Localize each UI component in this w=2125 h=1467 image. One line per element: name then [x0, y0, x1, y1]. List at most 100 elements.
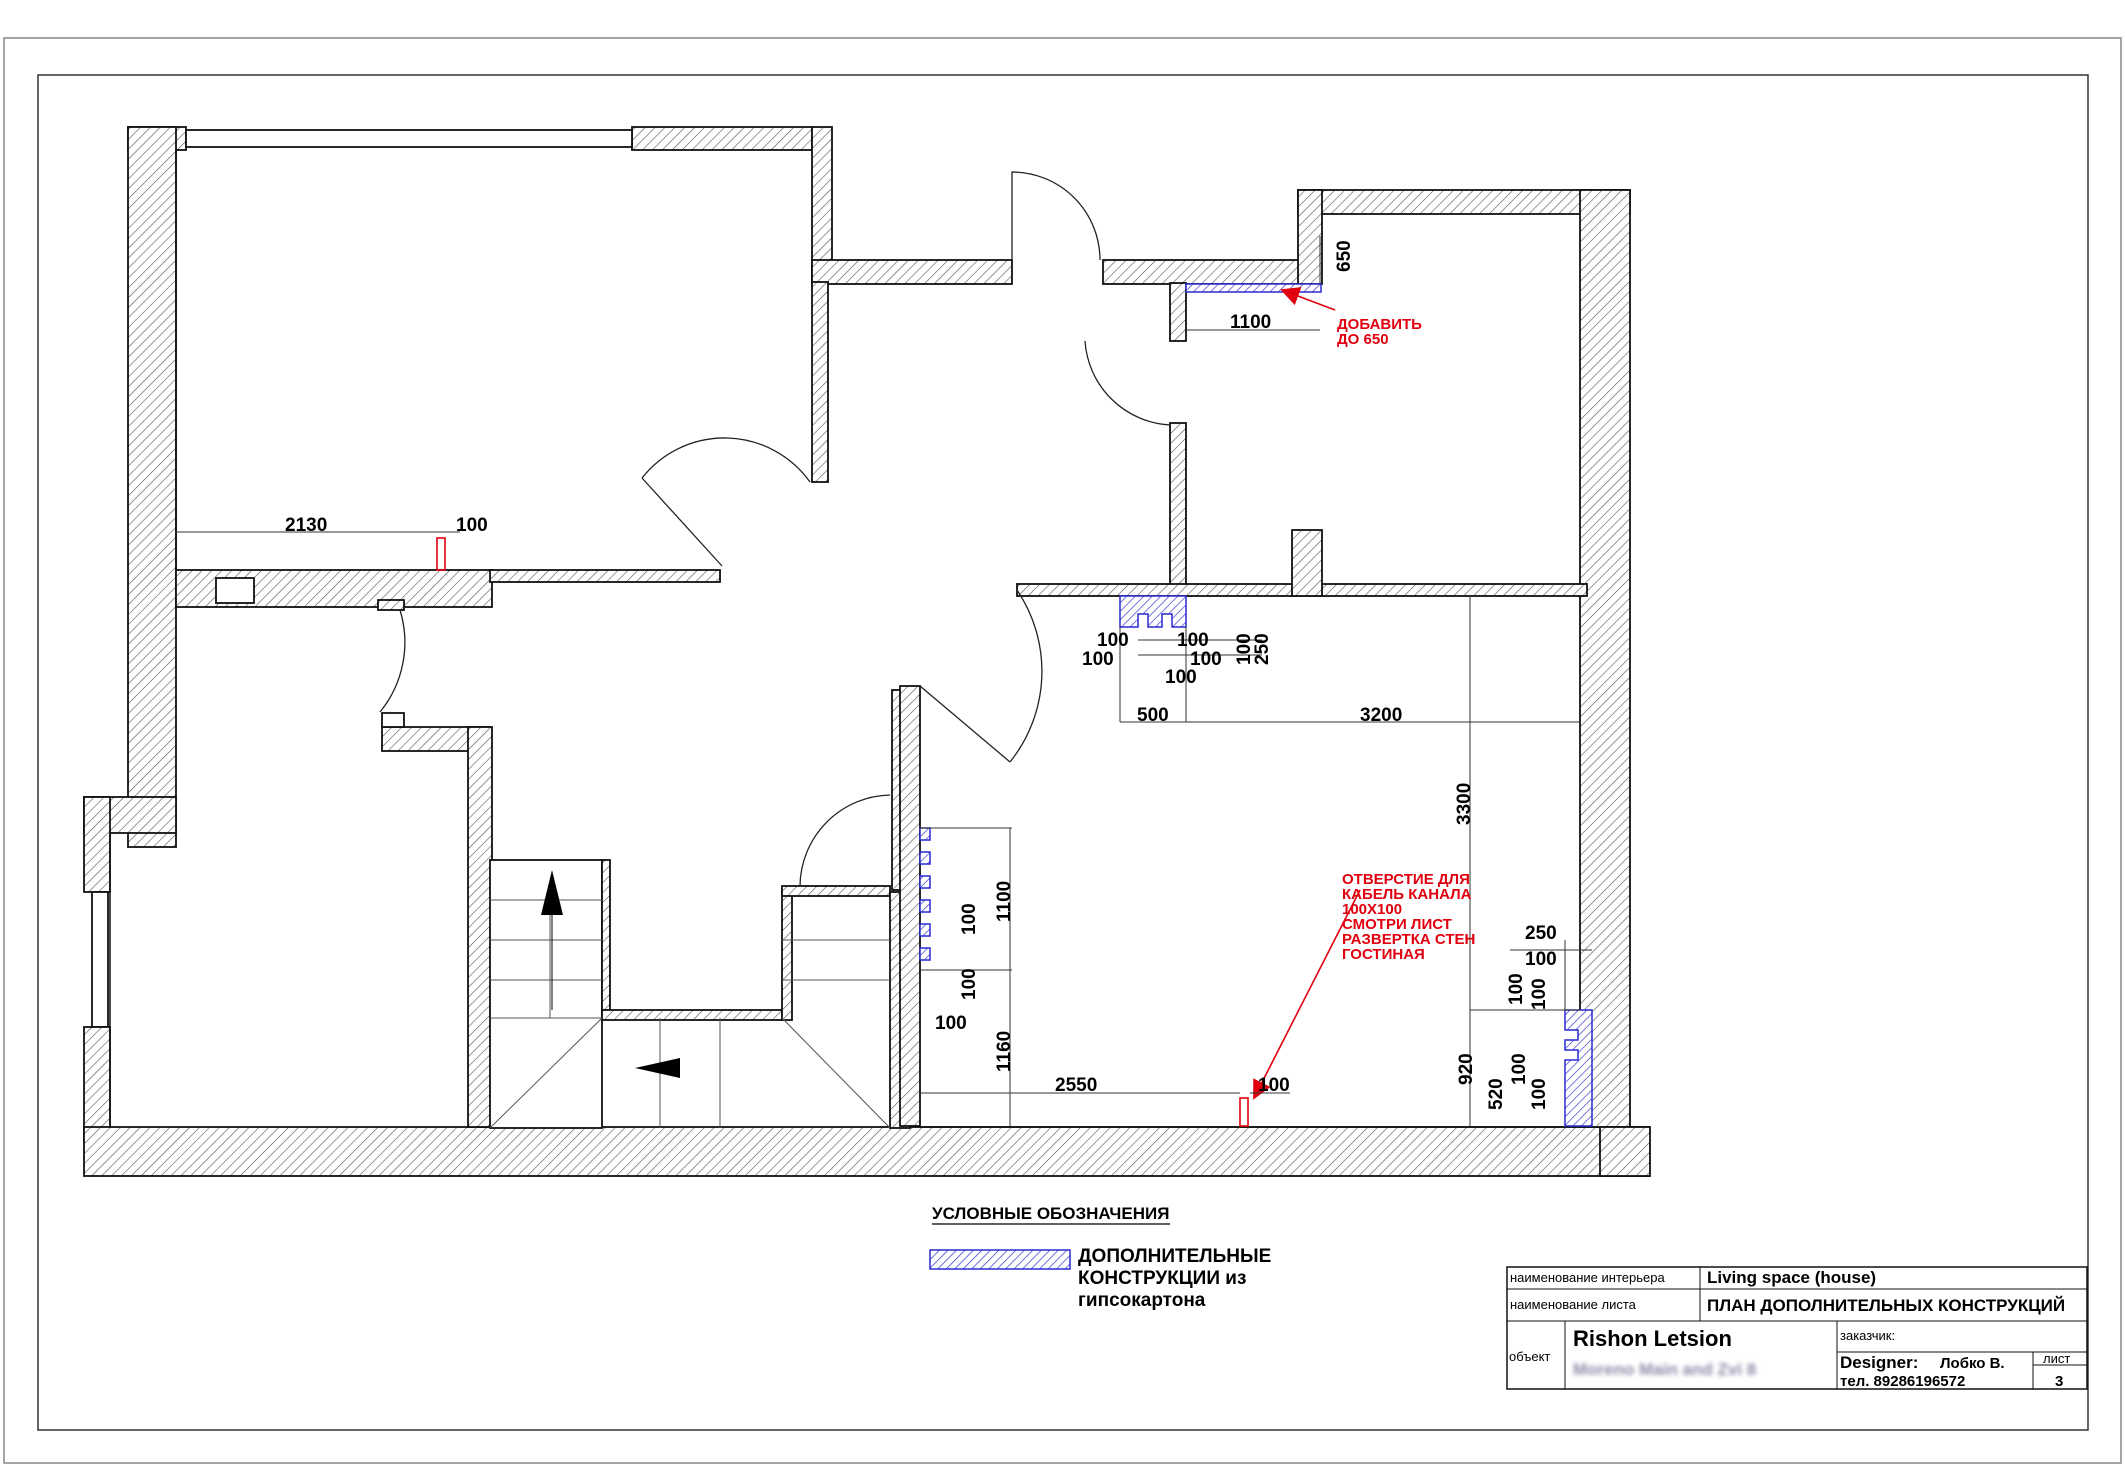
wall	[631, 126, 813, 151]
door-leaf	[919, 685, 1011, 763]
wall	[215, 577, 255, 604]
dim-2130: 2130	[285, 515, 327, 536]
red-marks	[436, 287, 1361, 1127]
window	[185, 129, 633, 148]
dim-cluster-100f: 100	[1234, 633, 1255, 665]
door-leaf	[641, 477, 723, 567]
dim-1160: 1160	[994, 1031, 1015, 1072]
dim-left-100b: 100	[959, 968, 980, 1000]
dim-cluster-100d: 100	[1190, 649, 1222, 670]
window	[91, 891, 109, 1028]
tb-interior-label: наименование интерьера	[1510, 1270, 1665, 1285]
tb-phone: тел. 89286196572	[1840, 1373, 1965, 1390]
drywall-rib	[919, 827, 931, 841]
drywall-column-right	[1564, 1009, 1593, 1127]
annotation-cable-hole: ОТВЕРСТИЕ ДЛЯ КАБЕЛЬ КАНАЛА 100Х100 СМОТ…	[1342, 871, 1475, 963]
tb-sheet-number: 3	[2055, 1373, 2063, 1390]
sheet-outer-frame	[3, 37, 2122, 1464]
dim-left-100a: 100	[959, 903, 980, 935]
wall	[1599, 1126, 1651, 1177]
legend-line-2: КОНСТРУКЦИИ из	[1078, 1268, 1246, 1289]
door-swing	[1084, 340, 1171, 426]
dim-right-100b: 100	[1506, 973, 1527, 1005]
drywall-rib	[919, 851, 931, 865]
wall	[1297, 189, 1323, 285]
wall	[467, 726, 493, 1128]
wall	[781, 885, 891, 897]
svg-text:ДОБАВИТЬ: ДОБАВИТЬ	[1337, 316, 1422, 333]
legend-line-1: ДОПОЛНИТЕЛЬНЫЕ	[1078, 1246, 1271, 1267]
wall	[127, 126, 177, 848]
drywall-column	[1119, 595, 1187, 628]
svg-text:КАБЕЛЬ КАНАЛА: КАБЕЛЬ КАНАЛА	[1342, 886, 1472, 903]
wall	[83, 1026, 111, 1143]
sheet-inner-frame	[37, 74, 2089, 1431]
tb-object-address: Moreno Main and Zvi 8	[1573, 1360, 1756, 1379]
dim-1100-top: 1100	[1230, 312, 1271, 333]
wall	[83, 1126, 1650, 1177]
wall	[811, 126, 833, 283]
dim-520: 520	[1486, 1078, 1507, 1110]
wall	[83, 796, 111, 893]
wall	[1102, 259, 1322, 285]
svg-text:ОТВЕРСТИЕ ДЛЯ: ОТВЕРСТИЕ ДЛЯ	[1342, 871, 1470, 888]
wall	[781, 889, 793, 1021]
tb-sheet-label: лист	[2043, 1351, 2070, 1366]
wall	[1169, 422, 1187, 587]
dim-100-bottom: 100	[1258, 1075, 1290, 1096]
wall	[1291, 529, 1323, 597]
tb-sheet-name-label: наименование листа	[1510, 1297, 1637, 1312]
wall	[601, 1009, 783, 1021]
title-block: наименование интерьера Living space (hou…	[1506, 1266, 2088, 1390]
drywall-rib	[919, 899, 931, 913]
dimension-lines	[176, 236, 1592, 1126]
walls	[83, 126, 1651, 1177]
dim-cluster-100a: 100	[1097, 630, 1129, 651]
tb-customer-label: заказчик:	[1840, 1328, 1895, 1343]
wall	[489, 569, 721, 583]
doors	[379, 171, 1171, 887]
wall	[899, 685, 921, 1127]
dim-500: 500	[1137, 705, 1169, 726]
dim-920: 920	[1456, 1053, 1477, 1085]
tb-designer-label: Designer:	[1840, 1353, 1918, 1372]
dim-cluster-250: 250	[1252, 633, 1273, 665]
tb-object-label: объект	[1509, 1349, 1550, 1364]
legend-title: УСЛОВНЫЕ ОБОЗНАЧЕНИЯ	[932, 1204, 1169, 1223]
tb-interior-value: Living space (house)	[1707, 1268, 1876, 1287]
dim-3200: 3200	[1360, 705, 1402, 726]
wall	[381, 712, 405, 728]
door-swing	[799, 794, 891, 887]
dim-cluster-100c: 100	[1177, 630, 1209, 651]
dim-right-100c: 100	[1529, 978, 1550, 1010]
svg-text:СМОТРИ ЛИСТ: СМОТРИ ЛИСТ	[1342, 916, 1452, 933]
dim-right-100d: 100	[1509, 1053, 1530, 1085]
legend-line-3: гипсокартона	[1078, 1290, 1206, 1311]
dimension-labels: 2130 100 1100 650 100 100 100 100 100 10…	[285, 240, 1557, 1110]
tb-object-value: Rishon Letsion	[1573, 1326, 1732, 1351]
dim-3300: 3300	[1454, 783, 1475, 825]
drywall-strip-top	[1185, 283, 1322, 293]
dim-1100-left: 1100	[994, 881, 1015, 922]
stair-arrow-up	[541, 870, 563, 915]
wall	[811, 281, 829, 483]
svg-text:100Х100: 100Х100	[1342, 901, 1402, 918]
drywall-rib	[919, 875, 931, 889]
dim-cluster-100b: 100	[1082, 649, 1114, 670]
dim-right-100e: 100	[1529, 1078, 1550, 1110]
wall	[601, 859, 611, 1019]
interior-lines	[109, 150, 1580, 1128]
svg-text:ДО 650: ДО 650	[1337, 331, 1389, 348]
stair-arrow-left	[635, 1058, 680, 1078]
legend-swatch	[929, 1249, 1071, 1270]
svg-text:ГОСТИНАЯ: ГОСТИНАЯ	[1342, 946, 1425, 963]
tb-sheet-name-value: ПЛАН ДОПОЛНИТЕЛЬНЫХ КОНСТРУКЦИЙ	[1707, 1296, 2065, 1315]
dim-left-100c: 100	[935, 1013, 967, 1034]
dim-100-top: 100	[456, 515, 488, 536]
door-swing	[1009, 589, 1043, 763]
drywall-rib	[919, 947, 931, 961]
wall	[377, 599, 405, 611]
drywall-additions	[919, 283, 1593, 1127]
dim-650: 650	[1334, 240, 1355, 272]
tb-designer-name: Лобко В.	[1940, 1355, 2005, 1372]
